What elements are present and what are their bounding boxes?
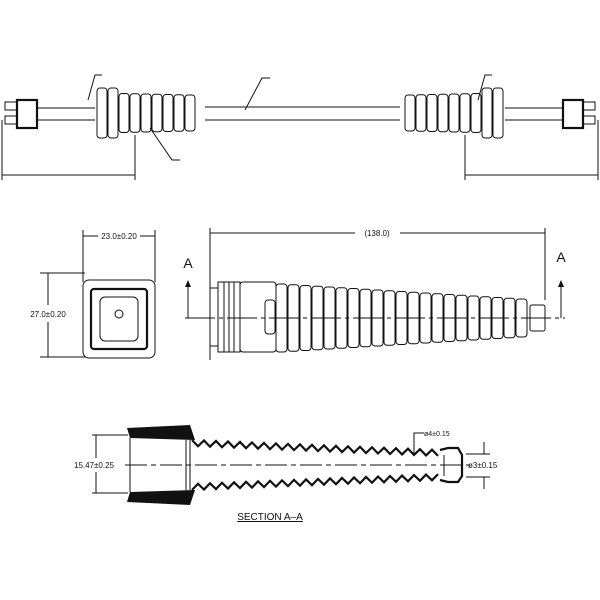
bellows-profile-top [191, 438, 439, 457]
leader-line [477, 74, 492, 101]
boot-rib [129, 93, 141, 133]
left-boot [96, 87, 196, 139]
right-boot [404, 87, 504, 139]
height-dimension-label: 27.0±0.20 [30, 310, 66, 319]
boot-rib [459, 93, 471, 133]
section-arrow-icon [185, 280, 191, 287]
length-dimension-label: (138.0) [364, 229, 390, 238]
diameter-4-label: ø4±0.15 [424, 431, 450, 438]
bellows-profile-bottom [191, 473, 439, 492]
boot-rib [140, 93, 152, 133]
boot-rib [437, 93, 449, 133]
boot-rib [151, 93, 163, 133]
right-lc-connector [505, 98, 596, 130]
section-a-a-view: 15.47±0.25 ø4±0.15 ø3±0.15 SECTION A–A [74, 425, 498, 523]
section-title: SECTION A–A [237, 512, 303, 523]
boot-rib [107, 87, 119, 139]
boot-rib [470, 93, 482, 133]
leader-line [244, 77, 270, 111]
boot-rib [173, 94, 185, 132]
boot-rib [448, 93, 460, 133]
diameter-3-label: ø3±0.15 [468, 461, 498, 470]
leader-line [87, 74, 102, 101]
boot-side-view: (138.0) A A [183, 228, 566, 360]
inner-diameter-label: 15.47±0.25 [74, 461, 115, 470]
end-view: 23.0±0.20 27.0±0.20 [30, 230, 156, 359]
leader-line [149, 127, 180, 161]
boot-rib [415, 94, 427, 132]
boot-rib [404, 94, 416, 132]
boot-rib [184, 94, 196, 132]
left-lc-connector [4, 98, 95, 130]
boot-rib [162, 94, 174, 132]
section-marker-right: A [556, 249, 566, 265]
boot-rib [426, 94, 438, 132]
cable-assembly-view [1, 74, 599, 180]
boot-rib [96, 87, 108, 139]
boot-rib [118, 93, 130, 133]
boot-rib [481, 87, 493, 139]
section-arrow-icon [558, 280, 564, 287]
section-marker-left: A [183, 255, 193, 271]
width-dimension-label: 23.0±0.20 [101, 232, 137, 241]
boot-rib [492, 87, 504, 139]
